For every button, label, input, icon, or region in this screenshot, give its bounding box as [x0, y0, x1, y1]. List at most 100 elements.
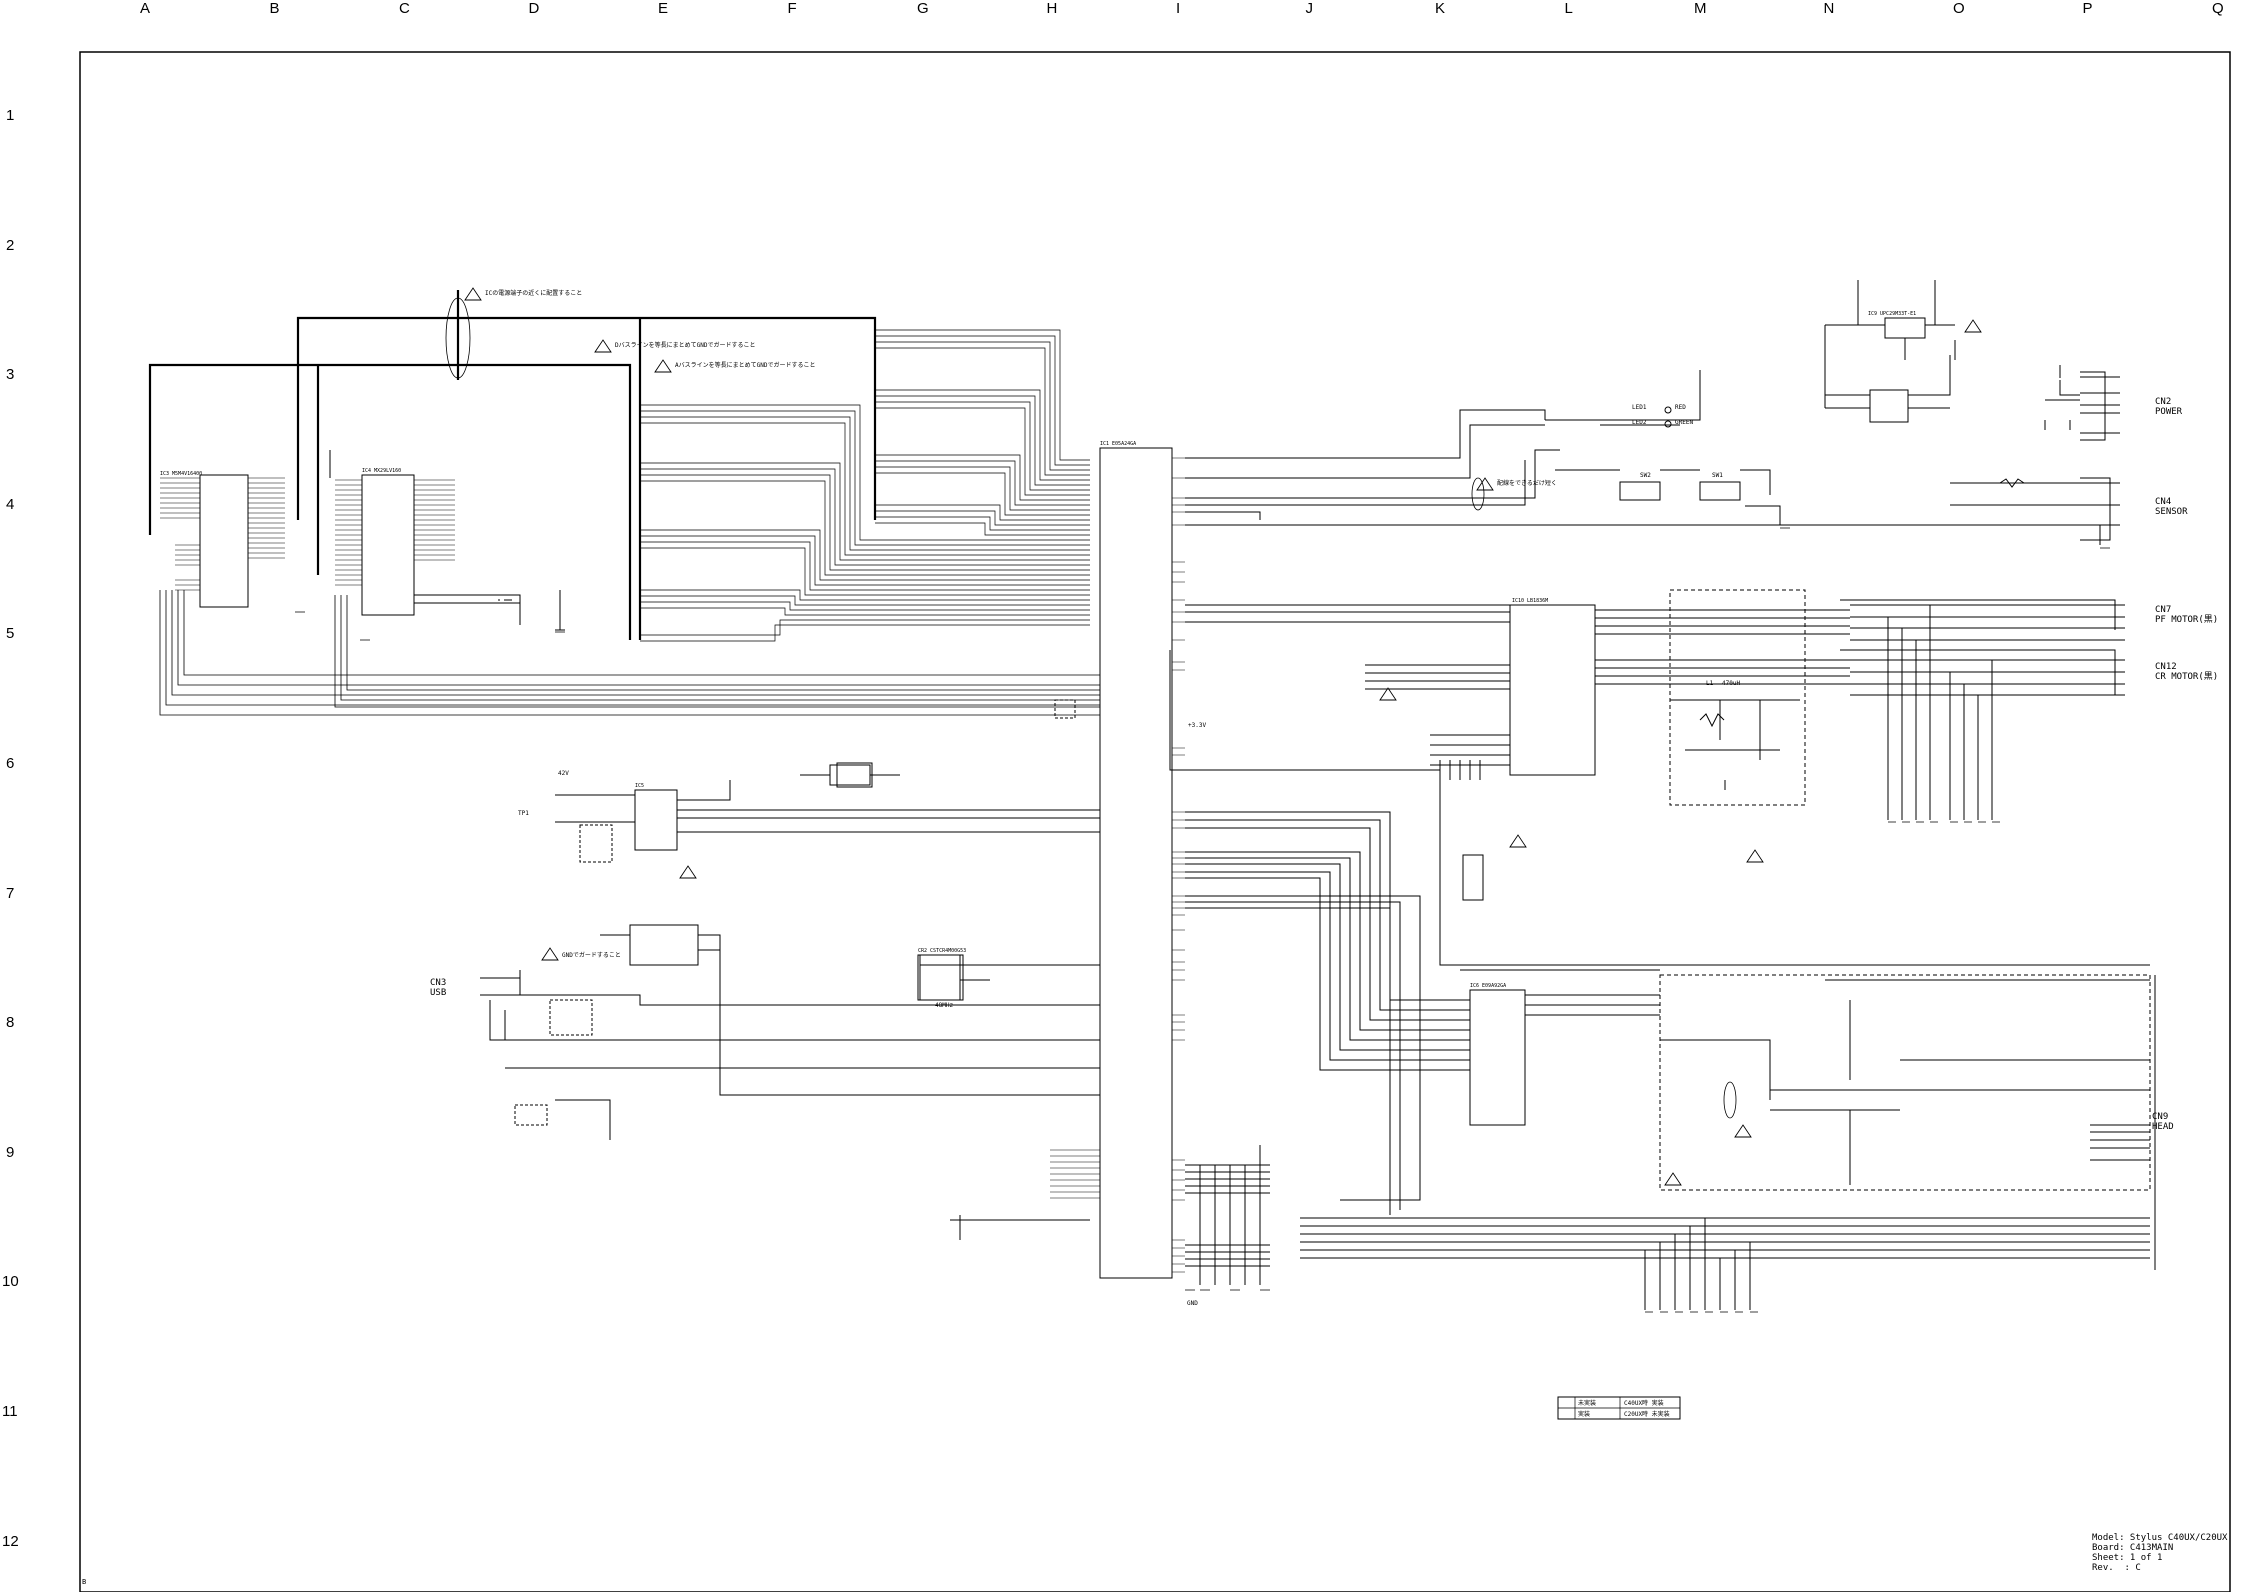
warning-triangle-icon	[1734, 1124, 1752, 1138]
grid-row-11: 11	[2, 1403, 18, 1420]
cn2-power-connector	[2044, 365, 2120, 441]
title-rev: Rev. : C	[2092, 1563, 2141, 1573]
crystal-freq: 48MHz	[935, 1002, 954, 1009]
title-board: Board: C413MAIN	[2092, 1543, 2174, 1553]
cn2-ref: CN2	[2155, 397, 2172, 407]
ic1-asic	[1050, 447, 1270, 1285]
grid-row-7: 7	[6, 884, 15, 902]
rev-row2-code: 実装	[1578, 1411, 1591, 1418]
l1-label: L1	[1706, 680, 1714, 687]
regulator-section	[1824, 280, 1956, 423]
warning-triangle-icon	[1964, 319, 1982, 333]
cn3-ref: CN3	[430, 978, 447, 988]
note-loop	[1723, 1081, 1737, 1119]
note-short-wiring: 配線をできるだけ短く	[1497, 480, 1557, 487]
ground-symbols	[295, 524, 2110, 1313]
cn4-name: SENSOR	[2155, 507, 2188, 517]
cn2-name: POWER	[2155, 407, 2183, 417]
grid-column-k: K	[1435, 0, 1446, 17]
title-sheet: Sheet: 1 of 1	[2092, 1553, 2163, 1563]
svg-text:IC6 E09A92GA: IC6 E09A92GA	[1470, 983, 1506, 989]
warning-triangle-icon	[1379, 687, 1397, 701]
note-bus-guard: ICの電源端子の近くに配置すること	[485, 290, 583, 297]
grid-row-12: 12	[2, 1532, 19, 1550]
cn9-name: HEAD	[2152, 1122, 2174, 1132]
rom-connector	[1462, 854, 1484, 901]
cn4-sensor-connector	[1185, 477, 2120, 545]
ic-memory-left	[160, 474, 285, 608]
grid-row-8: 8	[6, 1014, 15, 1032]
sw2-label: SW2	[1640, 472, 1651, 479]
grid-column-f: F	[787, 0, 797, 17]
svg-text:IC4 MX29LV160: IC4 MX29LV160	[362, 468, 401, 474]
svg-text:IC1 E05A24GA: IC1 E05A24GA	[1100, 441, 1136, 447]
note-gnd-guard: GNDでガードすること	[562, 952, 621, 959]
motor-connectors	[1840, 599, 2125, 820]
cn9-head-section	[1169, 650, 2156, 1310]
grid-column-j: J	[1305, 0, 1314, 17]
ic-reset	[836, 762, 873, 788]
cn12-ref: CN12	[2155, 662, 2177, 672]
title-model: Model: Stylus C40UX/C20UX	[2092, 1533, 2228, 1543]
grid-row-5: 5	[6, 625, 15, 643]
svg-text:IC3 M5M4V16400: IC3 M5M4V16400	[160, 471, 202, 477]
note-d-bus: Dバスラインを等長にまとめてGNDでガードすること	[615, 342, 756, 349]
grid-column-m: M	[1694, 0, 1707, 17]
grid-column-o: O	[1953, 0, 1965, 17]
warning-triangles	[464, 287, 1982, 1186]
grid-row-4: 4	[6, 495, 15, 513]
grid-column-c: C	[399, 0, 410, 17]
grid-column-p: P	[2082, 0, 2093, 17]
led2-label: LED2	[1632, 419, 1647, 426]
warning-triangle-icon	[1664, 1172, 1682, 1186]
crystal-cr2	[917, 954, 964, 1001]
cn7-name: PF MOTOR(黒)	[2155, 615, 2219, 625]
sw1-label: SW1	[1712, 472, 1723, 479]
warning-triangle-icon	[1746, 849, 1764, 863]
grid-column-g: G	[917, 0, 929, 17]
usb-section	[480, 699, 1100, 1240]
warning-triangle-icon	[679, 865, 697, 879]
drawing-border	[79, 51, 2231, 1592]
grid-column-e: E	[658, 0, 669, 17]
warning-triangle-icon	[1476, 477, 1494, 491]
grid-row-1: 1	[6, 107, 15, 124]
led-switch-section	[1185, 370, 2110, 526]
l1-inductor-section	[1669, 589, 1806, 806]
grid-column-n: N	[1823, 0, 1835, 17]
grid-column-b: B	[269, 0, 280, 17]
warning-triangle-icon	[541, 947, 559, 961]
green-label: GREEN	[1675, 419, 1694, 426]
grid-column-a: A	[140, 0, 151, 17]
frame-marker: B	[82, 1578, 87, 1586]
note-loop	[445, 297, 471, 379]
note-loop	[1471, 477, 1485, 511]
grid-column-d: D	[528, 0, 540, 17]
grid-row-10: 10	[2, 1273, 19, 1291]
address-bus-outline	[148, 290, 877, 640]
cn9-ref: CN9	[2152, 1112, 2169, 1122]
cn3-name: USB	[430, 988, 447, 998]
warning-triangle-icon	[654, 359, 672, 373]
gnd-label: GND	[1187, 1300, 1198, 1307]
control-bus-lines	[159, 590, 1100, 716]
supply-42v: 42V	[558, 770, 569, 777]
svg-text:CR2 CSTCR4M00G53: CR2 CSTCR4M00G53	[918, 948, 966, 954]
svg-text:IC5: IC5	[635, 783, 644, 789]
grid-row-6: 6	[6, 755, 15, 772]
bus-fanout	[640, 329, 1090, 642]
svg-text:IC9 UPC29M33T-E1: IC9 UPC29M33T-E1	[1868, 311, 1916, 317]
grid-column-h: H	[1046, 0, 1058, 17]
warning-triangle-icon	[594, 339, 612, 353]
ic10-motor-driver	[1185, 604, 1850, 780]
warning-triangle-icon	[1509, 834, 1527, 848]
red-label: RED	[1675, 404, 1686, 411]
grid-column-q: Q	[2212, 0, 2224, 17]
note-a-bus: Aバスラインを等長にまとめてGNDでガードすること	[675, 362, 816, 369]
warning-triangle-icon	[464, 287, 482, 301]
grid-row-9: 9	[6, 1143, 15, 1161]
rev-row1-code: 未実装	[1578, 1400, 1597, 1407]
rev-row2-desc: C20UX時 未実装	[1624, 1411, 1670, 1418]
cn7-ref: CN7	[2155, 605, 2172, 615]
